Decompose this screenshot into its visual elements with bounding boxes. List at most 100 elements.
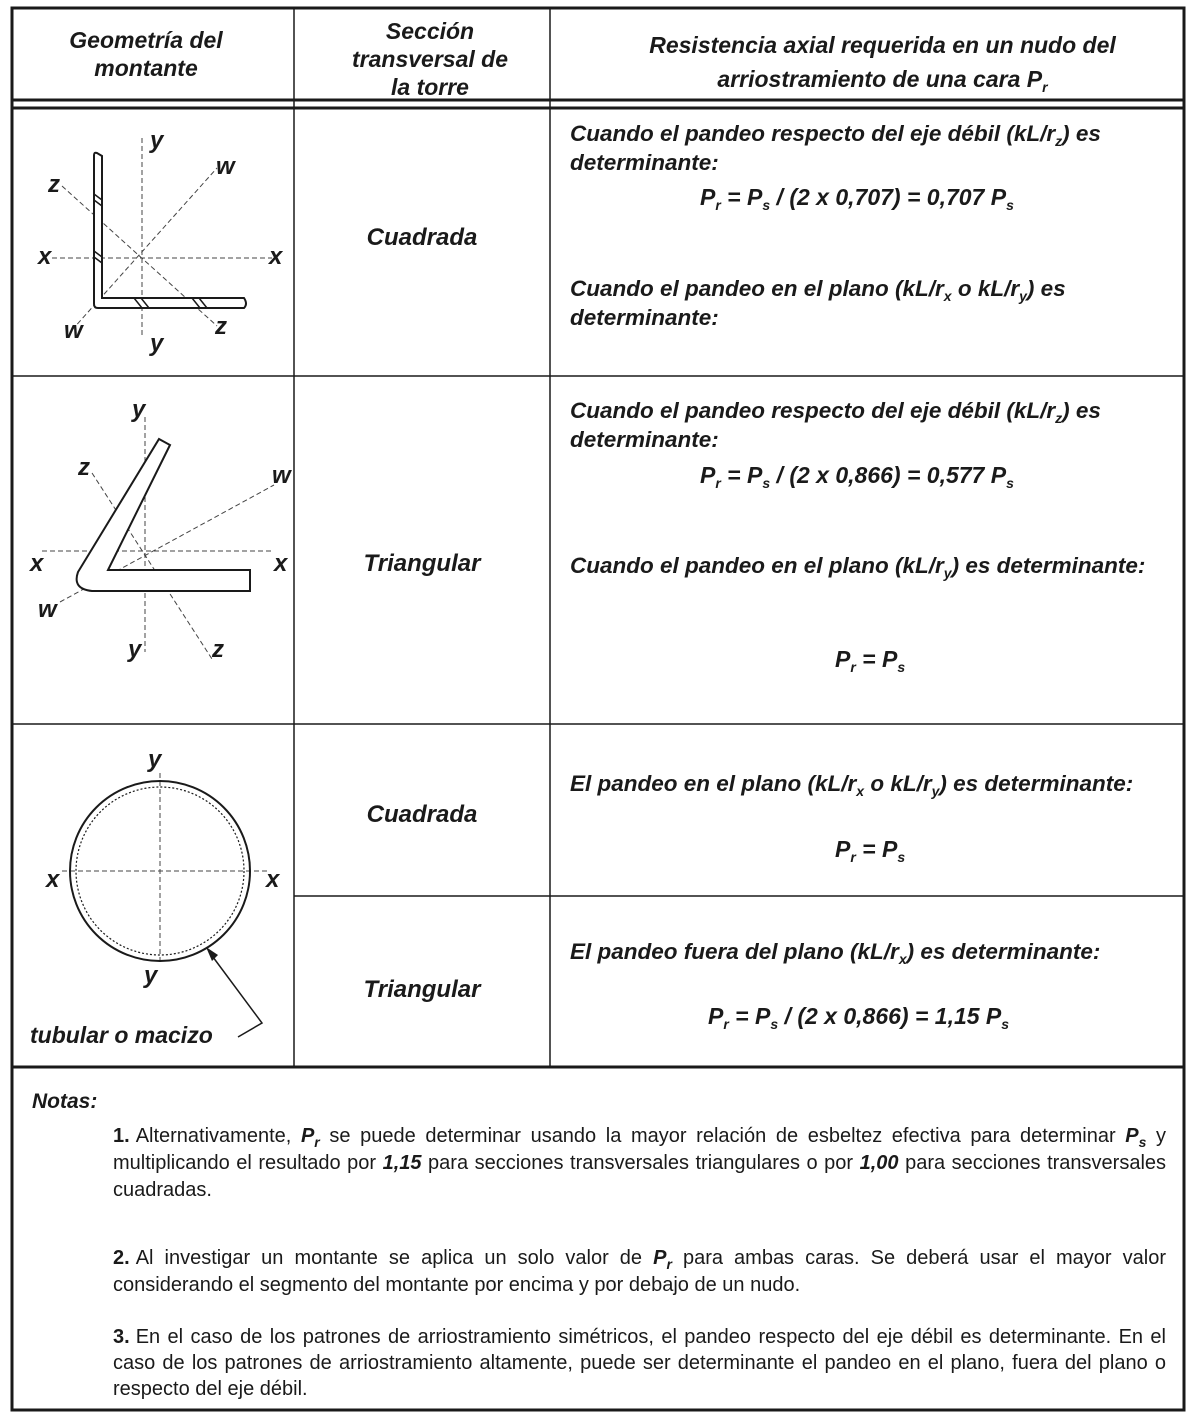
r4-section-label: Triangular (363, 976, 481, 1003)
r3-f1-m: = P (855, 836, 898, 862)
note-1-e: para secciones transversales cuadradas. (113, 1152, 1167, 1201)
note-1-b: se puede determinar usando la mayor rela… (319, 1125, 1126, 1147)
r2-section: Triangular (294, 550, 550, 578)
r3-c1-mid: o kL/r (864, 771, 932, 796)
r1-z-top: z (47, 171, 60, 198)
r2-c2-text-a: Cuando el pandeo en el plano (kL/r (570, 553, 944, 578)
note-1-number: 1. (113, 1125, 130, 1147)
r3-c1-sub2: y (931, 783, 940, 799)
header-section: Sección transversal de la torre (350, 17, 510, 101)
r3-c1-text-b: ) es determinante: (939, 771, 1134, 796)
r2-c1-text-a: Cuando el pandeo respecto del eje débil … (570, 398, 1056, 423)
r2-z-top: z (77, 454, 90, 481)
r1-w-bottom: w (64, 317, 84, 344)
r4-f1-s1: r (723, 1016, 729, 1032)
tube-caption: tubular o macizo (30, 1022, 213, 1048)
note-1-d: para secciones transversales triangulare… (421, 1152, 860, 1174)
note-1-P: P (300, 1125, 315, 1147)
r2-f2-p: P (835, 646, 851, 672)
r4-f1-m: = P (728, 1003, 771, 1029)
r2-f1-t: / (2 x 0,866) = 0,577 P (770, 462, 1007, 488)
header-resistance-line2: arriostramiento de una cara P (717, 66, 1043, 92)
r2-f1-m: = P (720, 462, 763, 488)
r3-f1-s1: r (850, 849, 856, 865)
angle-triangular-diagram: y z w x x w y z (28, 396, 292, 663)
r1-c1-sub: z (1055, 133, 1063, 149)
note-1-Psub: r (314, 1134, 320, 1150)
r3-c1-text-a: El pandeo en el plano (kL/r (570, 771, 857, 796)
r2-f1-s1: r (715, 475, 721, 491)
tube-diagram: y x x y (44, 746, 281, 1038)
note-1-c: y multiplicando el resultado por (113, 1125, 1166, 1174)
r4-formula-1: Pr = Ps / (2 x 0,866) = 1,15 Ps (708, 1003, 1009, 1032)
r2-w-bottom: w (38, 596, 58, 623)
r4-c1-sub: x (898, 951, 907, 967)
r1-f1-s1: r (715, 197, 721, 213)
r2-f2-s2: s (897, 659, 906, 675)
header-resistance-sub: r (1042, 79, 1048, 95)
r1-condition-2: Cuando el pandeo en el plano (kL/rx o kL… (570, 274, 1175, 332)
note-2: 2.Al investigar un montante se aplica un… (113, 1245, 1166, 1299)
r2-w-top: w (272, 462, 292, 489)
r2-z-bottom: z (211, 636, 224, 663)
r2-y-bottom: y (127, 636, 143, 663)
r2-y-top: y (131, 396, 147, 423)
r1-section-label: Cuadrada (366, 224, 478, 251)
r4-section: Triangular (294, 976, 550, 1004)
note-1-a: Alternativamente, (135, 1125, 301, 1147)
r2-x-left: x (28, 550, 45, 577)
r2-condition-2: Cuando el pandeo en el plano (kL/ry) es … (570, 551, 1175, 580)
r2-f2-s1: r (850, 659, 856, 675)
header-resistance-line1: Resistencia axial requerida en un nudo d… (649, 32, 1116, 58)
r1-section: Cuadrada (294, 224, 550, 252)
note-2-Psub: r (666, 1256, 672, 1272)
r3-x-right: x (264, 866, 281, 893)
r2-formula-1: Pr = Ps / (2 x 0,866) = 0,577 Ps (700, 462, 1014, 491)
r3-y-bottom: y (143, 962, 159, 989)
r1-f1-s2: s (762, 197, 771, 213)
note-3-number: 3. (113, 1326, 130, 1348)
r1-condition-1: Cuando el pandeo respecto del eje débil … (570, 119, 1175, 177)
r1-c2-sub1: x (943, 288, 952, 304)
r3-formula-1: Pr = Ps (835, 836, 906, 865)
r1-w-top: w (216, 153, 236, 180)
r3-f1-s2: s (897, 849, 906, 865)
header-resistance: Resistencia axial requerida en un nudo d… (560, 28, 1186, 96)
r3-condition-1: El pandeo en el plano (kL/rx o kL/ry) es… (570, 769, 1175, 798)
r3-c1-sub1: x (856, 783, 865, 799)
r2-f2-m: = P (855, 646, 898, 672)
note-2-P: P (653, 1247, 667, 1269)
r3-y-top: y (147, 746, 163, 773)
r1-f1-s3: s (1006, 197, 1014, 213)
r1-f1-t: / (2 x 0,707) = 0,707 P (770, 184, 1007, 210)
r1-x-left: x (36, 243, 53, 270)
r2-c2-text-b: ) es determinante: (951, 553, 1146, 578)
r2-f1-s2: s (762, 475, 771, 491)
note-3: 3.En el caso de los patrones de arriostr… (113, 1324, 1166, 1402)
note-1-Ps: P (1125, 1125, 1139, 1147)
r1-x-right: x (267, 243, 284, 270)
r1-c1-text-b: ) es determinante: (570, 121, 1101, 175)
r1-c2-text-b: ) es determinante: (570, 276, 1066, 330)
r4-c1-text-a: El pandeo fuera del plano (kL/r (570, 939, 899, 964)
note-1-Pssub: s (1138, 1134, 1147, 1150)
r4-c1-text-b: ) es determinante: (906, 939, 1101, 964)
r2-c1-sub: z (1055, 410, 1063, 426)
angle-square-diagram: y w z x x w z y (36, 127, 284, 357)
r4-f1-p: P (708, 1003, 724, 1029)
r3-x-left: x (44, 866, 61, 893)
note-1-v2: 1,00 (859, 1152, 899, 1174)
r1-c2-text-a: Cuando el pandeo en el plano (kL/r (570, 276, 944, 301)
r2-c2-sub: y (943, 565, 952, 581)
r1-formula-1: Pr = Ps / (2 x 0,707) = 0,707 Ps (700, 184, 1014, 213)
note-3-text: En el caso de los patrones de arriostram… (113, 1326, 1166, 1400)
r3-section: Cuadrada (294, 801, 550, 829)
r2-condition-1: Cuando el pandeo respecto del eje débil … (570, 396, 1175, 454)
r2-f1-s3: s (1006, 475, 1014, 491)
header-geometry-label: Geometría del montante (69, 27, 223, 81)
r3-f1-p: P (835, 836, 851, 862)
r1-c2-sub2: y (1019, 288, 1027, 304)
r1-y-top: y (149, 127, 165, 154)
